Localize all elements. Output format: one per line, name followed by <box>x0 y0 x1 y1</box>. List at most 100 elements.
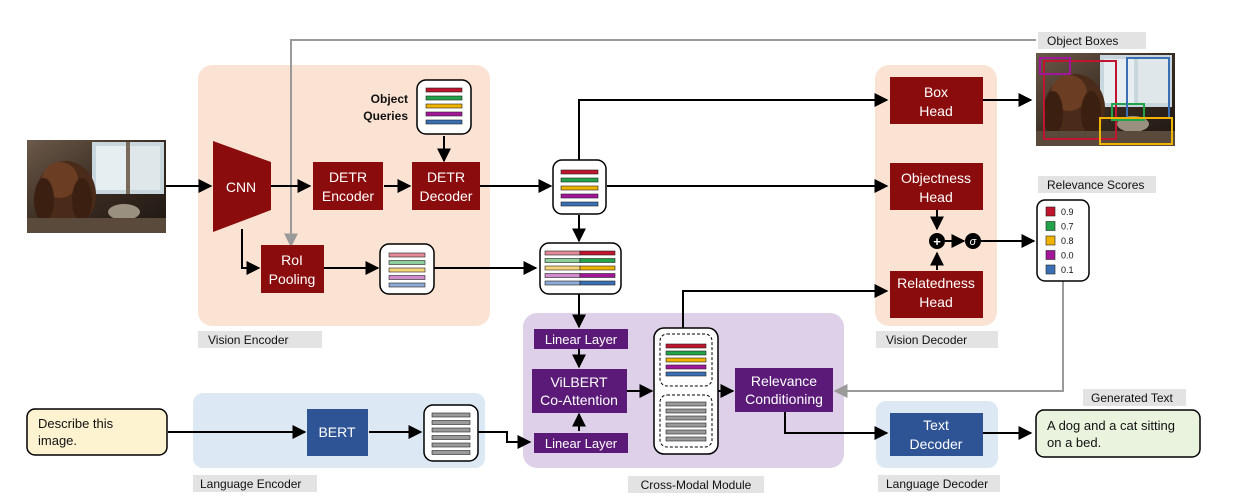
relatedness-head-block: Relatedness Head <box>890 271 983 318</box>
svg-text:Relatedness: Relatedness <box>897 275 975 291</box>
token-stripe <box>579 265 616 271</box>
token-stripe <box>388 267 426 273</box>
svg-text:DETR: DETR <box>329 169 367 185</box>
output-text-box: A dog and a cat sitting on a bed. <box>1035 409 1201 458</box>
token-stripe <box>388 282 426 288</box>
token-stripe <box>560 177 599 183</box>
vision-decoder-label: Vision Decoder <box>876 331 998 348</box>
svg-text:Head: Head <box>919 294 952 310</box>
token-stripe <box>665 415 707 421</box>
relevance-color-swatch <box>1045 221 1056 231</box>
object-boxes-feedback-arrow <box>284 39 1036 248</box>
token-stripe <box>560 185 599 191</box>
vision-encoder-label: Vision Encoder <box>198 331 322 348</box>
svg-text:Objectness: Objectness <box>901 170 971 186</box>
generated-text-label: Generated Text <box>1083 389 1186 406</box>
objectness-head-block: Objectness Head <box>890 163 983 210</box>
cnn-block <box>213 141 271 232</box>
relevance-score-value: 0.1 <box>1061 265 1074 275</box>
relevance-conditioning-block: Relevance Conditioning <box>735 368 833 412</box>
token-stripe <box>544 250 581 256</box>
token-stripe <box>431 450 471 455</box>
svg-text:Relevance: Relevance <box>751 373 817 389</box>
svg-text:Head: Head <box>919 189 952 205</box>
token-stripe <box>388 275 426 280</box>
cross-modal-label: Cross-Modal Module <box>628 476 764 493</box>
token-stripe <box>544 280 581 286</box>
detr-encoder-block: DETR Encoder <box>313 162 383 210</box>
relevance-score-value: 0.7 <box>1061 222 1074 232</box>
svg-text:Object: Object <box>371 92 408 106</box>
svg-text:Relevance Scores: Relevance Scores <box>1047 178 1144 192</box>
linear-layer-top-block: Linear Layer <box>534 329 628 349</box>
token-stripe <box>579 273 616 278</box>
svg-text:Describe this: Describe this <box>38 416 114 431</box>
svg-text:ViLBERT: ViLBERT <box>550 374 608 390</box>
svg-text:Generated Text: Generated Text <box>1091 391 1173 405</box>
relevance-color-swatch <box>1045 264 1056 275</box>
token-stripe <box>665 408 707 414</box>
text-decoder-block: Text Decoder <box>890 413 983 456</box>
sum-operator: + <box>929 233 945 249</box>
token-stripe <box>544 273 581 278</box>
token-stripe <box>560 193 599 199</box>
svg-text:image.: image. <box>38 433 77 448</box>
svg-text:Text: Text <box>923 417 949 433</box>
token-stripe <box>560 169 599 175</box>
token-stripe <box>665 422 707 428</box>
token-stripe <box>388 260 426 265</box>
relevance-scores-label: Relevance Scores <box>1038 176 1156 193</box>
sigmoid-operator: σ <box>965 233 981 249</box>
token-stripe <box>665 429 707 435</box>
svg-text:Decoder: Decoder <box>910 436 963 452</box>
svg-text:+: + <box>933 234 941 249</box>
token-stripe <box>665 357 707 363</box>
relevance-score-value: 0.0 <box>1061 251 1074 261</box>
token-stripe <box>665 343 707 349</box>
token-stripe <box>665 371 707 377</box>
svg-text:Co-Attention: Co-Attention <box>540 392 618 408</box>
svg-text:Box: Box <box>924 84 948 100</box>
token-stripe <box>665 401 707 407</box>
detr-decoder-block: DETR Decoder <box>412 162 480 210</box>
token-stripe <box>425 87 463 93</box>
bert-block: BERT <box>307 409 368 456</box>
svg-text:A dog and a cat sitting: A dog and a cat sitting <box>1047 418 1175 433</box>
svg-text:Language Encoder: Language Encoder <box>200 477 301 491</box>
svg-text:Decoder: Decoder <box>420 188 473 204</box>
vilbert-block: ViLBERT Co-Attention <box>532 369 627 413</box>
object-boxes-label: Object Boxes <box>1038 32 1146 49</box>
token-stripe <box>425 119 463 125</box>
cnn-label: CNN <box>226 179 256 195</box>
token-stripe <box>431 412 471 418</box>
svg-text:σ: σ <box>970 236 977 248</box>
svg-text:Head: Head <box>919 103 952 119</box>
svg-text:Language Decoder: Language Decoder <box>886 477 988 491</box>
svg-text:Cross-Modal Module: Cross-Modal Module <box>641 478 752 492</box>
relevance-scores-box <box>1036 199 1090 282</box>
relevance-color-swatch <box>1045 206 1056 217</box>
svg-text:Vision Decoder: Vision Decoder <box>886 333 967 347</box>
token-stripe <box>425 95 463 101</box>
svg-text:on a bed.: on a bed. <box>1047 435 1101 450</box>
token-stripe <box>431 427 471 433</box>
svg-text:Object Boxes: Object Boxes <box>1047 34 1118 48</box>
svg-text:Linear Layer: Linear Layer <box>545 332 618 347</box>
svg-text:DETR: DETR <box>427 169 465 185</box>
input-text-box: Describe this image. <box>26 408 168 456</box>
token-stripe <box>579 250 616 256</box>
relevance-score-value: 0.8 <box>1061 236 1074 246</box>
relevance-color-swatch <box>1045 235 1056 246</box>
token-stripe <box>425 111 463 117</box>
token-stripe <box>544 265 581 271</box>
svg-text:Linear Layer: Linear Layer <box>545 436 618 451</box>
box-head-block: Box Head <box>890 77 983 124</box>
language-decoder-label: Language Decoder <box>878 475 1000 492</box>
relevance-score-value: 0.9 <box>1061 207 1074 217</box>
token-stripe <box>431 420 471 425</box>
token-stripe <box>431 442 471 448</box>
svg-text:Conditioning: Conditioning <box>745 391 823 407</box>
svg-text:Vision Encoder: Vision Encoder <box>208 333 289 347</box>
svg-text:RoI: RoI <box>281 252 303 268</box>
